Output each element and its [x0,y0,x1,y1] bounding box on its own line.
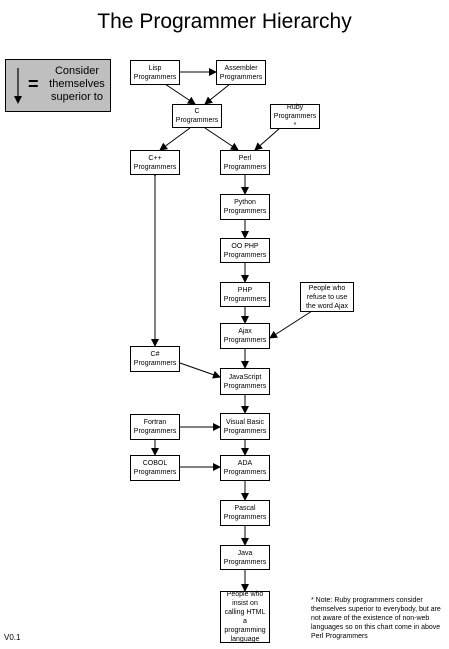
node-cobol: COBOL Programmers [130,455,180,481]
footnote: * Note: Ruby programmers consider themse… [311,597,441,640]
node-noajax: People who refuse to use the word Ajax [300,282,354,312]
node-ruby: Ruby Programmers * [270,104,320,129]
node-c: C Programmers [172,104,222,128]
node-html: People who insist on calling HTML a prog… [220,591,270,643]
edge-c-cpp [159,127,191,151]
node-ajax: Ajax Programmers [220,323,270,349]
edge-c-perl [204,127,239,151]
node-oophp: OO PHP Programmers [220,238,270,263]
edge-csharp-javascript [179,362,221,379]
node-fortran: Fortran Programmers [130,414,180,440]
node-python: Python Programmers [220,194,270,220]
chart-title: The Programmer Hierarchy [97,10,352,33]
node-perl: Perl Programmers [220,150,270,175]
node-assembler: Assembler Programmers [216,60,266,85]
edge-noajax-ajax [269,310,313,339]
node-lisp: Lisp Programmers [130,60,180,85]
legend-text: Consider themselves superior to [49,65,105,103]
down-arrow-icon [14,68,22,104]
legend-equals-symbol: = [28,74,39,94]
edge-assembler-c [204,83,231,105]
node-cpp: C++ Programmers [130,150,180,175]
node-vb: Visual Basic Programmers [220,413,270,440]
node-php: PHP Programmers [220,282,270,307]
legend-box: = Consider themselves superior to [5,59,111,112]
node-pascal: Pascal Programmers [220,500,270,526]
edge-lisp-c [164,83,196,105]
edge-ruby-perl [254,127,281,151]
version-label: V0.1 [4,633,21,642]
node-java: Java Programmers [220,545,270,570]
node-javascript: JavaScript Programmers [220,368,270,395]
node-ada: ADA Programmers [220,455,270,481]
node-csharp: C# Programmers [130,346,180,372]
